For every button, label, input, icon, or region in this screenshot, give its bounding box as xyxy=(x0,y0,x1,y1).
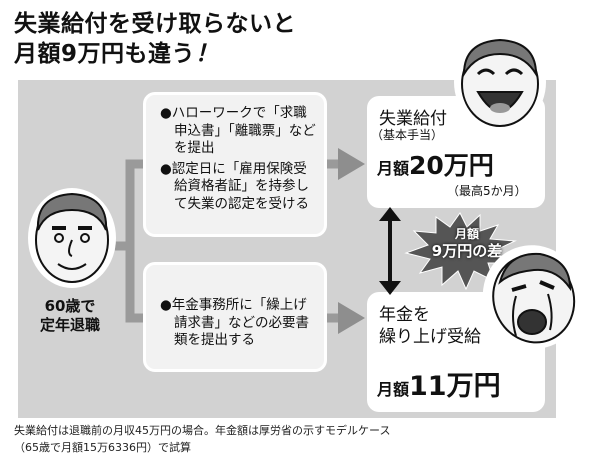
double-arrow-icon xyxy=(379,207,401,295)
result-amount: 月額20万円 xyxy=(377,146,494,182)
difference-graphic xyxy=(379,207,517,295)
laughing-face-icon xyxy=(454,32,546,132)
arrow-right-bottom xyxy=(338,302,365,334)
step-item: ●認定日に「雇用保険受給資格者証」を持参して失業の認定を受ける xyxy=(160,160,309,212)
difference-line1: 月額 xyxy=(454,227,479,241)
unemployment-steps-box: ●ハローワークで「求職申込書」「離職票」などを提出 ●認定日に「雇用保険受給資格… xyxy=(143,92,327,237)
arrow-right-top xyxy=(338,148,365,180)
result-title: 年金を繰り上げ受給 xyxy=(379,304,481,348)
retiree-label-line2: 定年退職 xyxy=(39,316,100,334)
pension-steps-box: ●年金事務所に「繰上げ請求書」などの必要書類を提出する xyxy=(143,262,327,372)
footnote-line1: 失業給付は退職前の月収45万円の場合。年金額は厚労省の示すモデルケース xyxy=(14,424,391,437)
result-title: 失業給付 xyxy=(379,109,447,129)
amount-value: 20万円 xyxy=(409,151,494,180)
headline-line1: 失業給付を受け取らないと xyxy=(14,11,296,37)
result-note: （最高5か月） xyxy=(447,184,527,198)
retiree-label-line1: 60歳で xyxy=(44,297,96,315)
headline-text: 月額9万円も違う xyxy=(14,41,196,67)
crying-face-icon xyxy=(482,245,584,349)
headline-exclaim: ！ xyxy=(195,41,219,67)
amount-prefix: 月額 xyxy=(377,159,410,178)
amount-value: 11万円 xyxy=(409,371,501,402)
headline-line2: 月額9万円も違う！ xyxy=(14,40,219,68)
difference-line2: 9万円の差 xyxy=(431,242,503,260)
burst-icon xyxy=(404,212,517,291)
amount-prefix: 月額 xyxy=(377,380,410,399)
result-title-line2: 繰り上げ受給 xyxy=(379,327,481,347)
result-title-line1: 年金を xyxy=(379,305,430,325)
retiree-label: 60歳で 定年退職 xyxy=(30,297,110,335)
difference-label: 月額 9万円の差 xyxy=(425,226,509,260)
step-item: ●ハローワークで「求職申込書」「離職票」などを提出 xyxy=(160,105,316,156)
footnote-line2: （65歳で月額15万6336円）で試算 xyxy=(14,441,191,454)
step-item: ●年金事務所に「繰上げ請求書」などの必要書類を提出する xyxy=(160,297,309,348)
result-amount: 月額11万円 xyxy=(377,364,501,403)
footnote: 失業給付は退職前の月収45万円の場合。年金額は厚労省の示すモデルケース （65歳… xyxy=(14,422,390,456)
retiree-face-icon xyxy=(28,188,116,288)
result-subtitle: （基本手当） xyxy=(371,128,444,142)
